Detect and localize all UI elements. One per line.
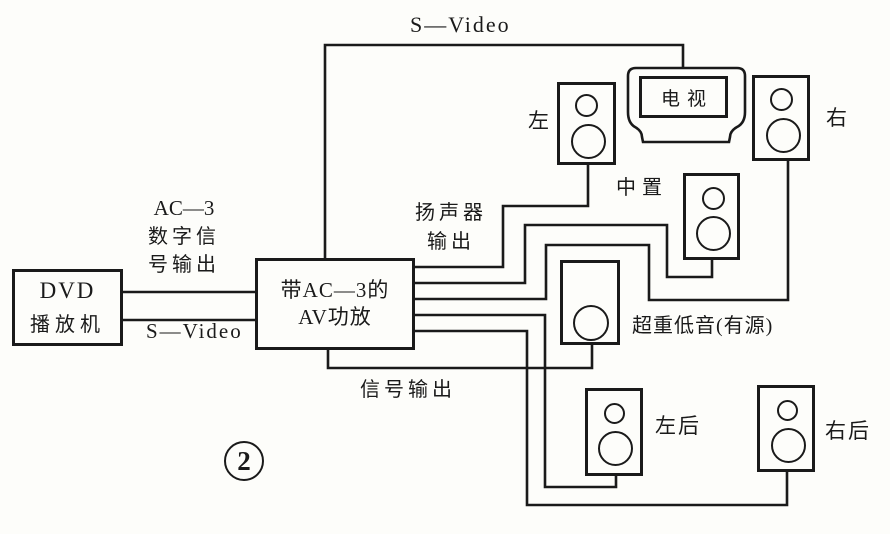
speaker-output-line1: 扬声器 — [415, 202, 487, 224]
ac3-label-line2: 数字信 — [148, 226, 220, 249]
woofer-icon — [571, 124, 606, 159]
speaker-output-line2: 输出 — [427, 231, 475, 253]
s-video-bottom-label: S—Video — [146, 319, 243, 343]
rear-right-label: 右后 — [825, 419, 871, 443]
dvd-player-label-1: DVD — [39, 278, 96, 303]
tweeter-icon — [702, 187, 725, 210]
rear-left-label: 左后 — [655, 414, 701, 438]
wire-front-left — [415, 164, 590, 269]
woofer-icon — [598, 431, 633, 466]
signal-output-label: 信号输出 — [360, 379, 456, 401]
wire-center — [415, 223, 714, 285]
speaker-output-label: 扬声器 输出 — [406, 202, 496, 253]
front-left-label: 左 — [528, 109, 549, 133]
tweeter-icon — [575, 94, 598, 117]
speaker-rear-right — [757, 385, 815, 472]
figure-number-badge: 2 — [224, 441, 264, 481]
s-video-top-label: S—Video — [410, 12, 511, 37]
dvd-player-box: DVD 播放机 — [12, 269, 123, 346]
wire-front-right — [415, 161, 790, 302]
woofer-icon — [766, 118, 801, 153]
wire-s-video-to-tv — [323, 43, 685, 258]
woofer-icon — [771, 428, 806, 463]
wire-rear-left — [415, 313, 618, 489]
av-amplifier-label-2: AV功放 — [298, 305, 372, 329]
tv-outline — [626, 66, 747, 144]
dvd-player-label-2: 播放机 — [30, 314, 105, 336]
woofer-icon — [696, 216, 731, 251]
front-right-label: 右 — [826, 106, 847, 130]
ac3-digital-out-label: AC—3 数字信 号输出 — [136, 196, 232, 277]
tv-screen: 电视 — [639, 76, 728, 118]
tweeter-icon — [770, 88, 793, 111]
av-amplifier-box: 带AC—3的 AV功放 — [255, 258, 415, 350]
tweeter-icon — [604, 403, 625, 424]
wire-subwoofer — [326, 344, 594, 370]
wire-rear-right — [415, 329, 789, 507]
av-amplifier-label-1: 带AC—3的 — [280, 278, 390, 302]
ac3-label-line3: 号输出 — [148, 254, 220, 277]
tweeter-icon — [777, 400, 798, 421]
woofer-icon — [573, 305, 609, 341]
speaker-subwoofer — [560, 260, 620, 345]
center-label: 中置 — [616, 177, 668, 199]
speaker-front-left — [557, 82, 616, 165]
speaker-front-right — [752, 75, 810, 161]
speaker-rear-left — [585, 388, 643, 476]
ac3-label-line1: AC—3 — [153, 196, 215, 220]
speaker-center — [683, 173, 740, 260]
subwoofer-label: 超重低音(有源) — [632, 315, 774, 337]
